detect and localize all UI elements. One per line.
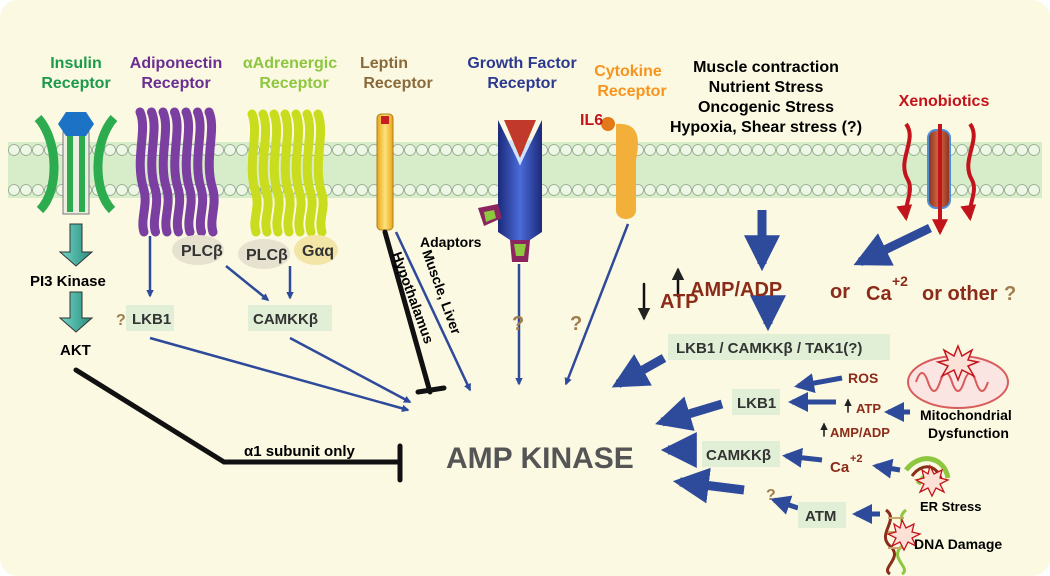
cytokine-receptor-icon <box>601 117 638 219</box>
ampadp-label: AMP/ADP <box>690 279 782 301</box>
lkb1-right-label: LKB1 <box>737 395 776 412</box>
mitochondrion-icon <box>907 343 1009 409</box>
or-label-1: or <box>830 281 850 303</box>
stress-line-4: Hypoxia, Shear stress (?) <box>670 119 862 136</box>
dna-damage-icon <box>883 508 922 576</box>
adrenergic-receptor-title-1: αAdrenergic <box>243 55 337 72</box>
adiponectin-receptor-title-2: Receptor <box>141 75 210 92</box>
q-mark-lkb1: ? <box>116 312 126 329</box>
ampk-label: AMP KINASE <box>446 442 634 475</box>
xenobiotics-label: Xenobiotics <box>899 93 990 110</box>
atm-box <box>798 502 846 528</box>
plcb-oval-2 <box>238 239 290 269</box>
insulin-receptor-icon <box>34 112 118 215</box>
complex-label: LKB1 / CAMKKβ / TAK1(?) <box>676 340 862 357</box>
alpha1-label: α1 subunit only <box>244 443 356 460</box>
inhibition-lines <box>73 229 852 483</box>
er-stress-icon <box>904 456 951 498</box>
gaq-oval <box>294 235 338 265</box>
leptin-receptor-icon <box>376 113 394 231</box>
cytokine-receptor-title-1: Cytokine <box>594 63 662 80</box>
adiponectin-receptor-icon <box>135 107 219 237</box>
complex-box <box>668 334 890 360</box>
or-other-label: or other <box>922 283 998 305</box>
mito-label-2: Dysfunction <box>928 425 1009 441</box>
camkkb-left-box <box>248 305 332 331</box>
adiponectin-receptor-title-1: Adiponectin <box>130 55 222 72</box>
adrenergic-receptor-title-2: Receptor <box>259 75 328 92</box>
stress-line-3: Oncogenic Stress <box>698 99 834 116</box>
atp-small-label: ATP <box>856 401 881 416</box>
activation-arrows <box>146 210 932 524</box>
er-stress-label: ER Stress <box>920 499 981 514</box>
ca-right-label: Ca <box>830 459 850 476</box>
camkkb-left-label: CAMKKβ <box>253 311 318 328</box>
growth-factor-receptor-icon <box>478 120 542 262</box>
lkb1-right-box <box>732 389 780 415</box>
stress-line-2: Nutrient Stress <box>709 79 824 96</box>
dna-damage-label: DNA Damage <box>914 536 1002 552</box>
gaq-label: Gαq <box>302 243 334 260</box>
ros-label: ROS <box>848 370 878 386</box>
adaptors-label: Adaptors <box>420 234 482 250</box>
stress-line-1: Muscle contraction <box>693 59 839 76</box>
ca-sup-label: +2 <box>892 273 908 289</box>
growth-factor-receptor-title-2: Receptor <box>487 75 556 92</box>
il6-label: IL6 <box>580 112 603 129</box>
q-mark-other: ? <box>1004 283 1016 305</box>
akt-label: AKT <box>60 342 91 359</box>
lkb1-left-label: LKB1 <box>132 311 171 328</box>
pi3k-label: PI3 Kinase <box>30 273 106 290</box>
q-mark-atm: ? <box>766 487 776 504</box>
camkkb-right-box <box>702 441 780 467</box>
atp-label: ATP <box>660 291 699 313</box>
q-mark-cytokine: ? <box>570 313 582 335</box>
atm-label: ATM <box>805 508 836 525</box>
camkkb-right-label: CAMKKβ <box>706 447 771 464</box>
leptin-receptor-title-2: Receptor <box>363 75 432 92</box>
adrenergic-receptor-icon <box>247 109 328 237</box>
insulin-receptor-title-2: Receptor <box>41 75 110 92</box>
plcb-label-2: PLCβ <box>246 247 288 264</box>
lkb1-left-box <box>126 305 174 331</box>
mito-label-1: Mitochondrial <box>920 407 1012 423</box>
insulin-pathway-arrows <box>58 223 94 333</box>
leptin-receptor-title-1: Leptin <box>360 55 408 72</box>
ca-right-sup-label: +2 <box>850 453 863 465</box>
xenobiotics-channel-icon <box>896 122 977 236</box>
ampadp-small-label: AMP/ADP <box>830 425 890 440</box>
cytokine-receptor-title-2: Receptor <box>597 83 666 100</box>
growth-factor-receptor-title-1: Growth Factor <box>467 55 576 72</box>
insulin-receptor-title-1: Insulin <box>50 55 102 72</box>
plcb-label-1: PLCβ <box>181 243 223 260</box>
q-mark-gf: ? <box>512 313 524 335</box>
plcb-oval-1 <box>172 235 224 265</box>
ca-label: Ca <box>866 283 892 305</box>
